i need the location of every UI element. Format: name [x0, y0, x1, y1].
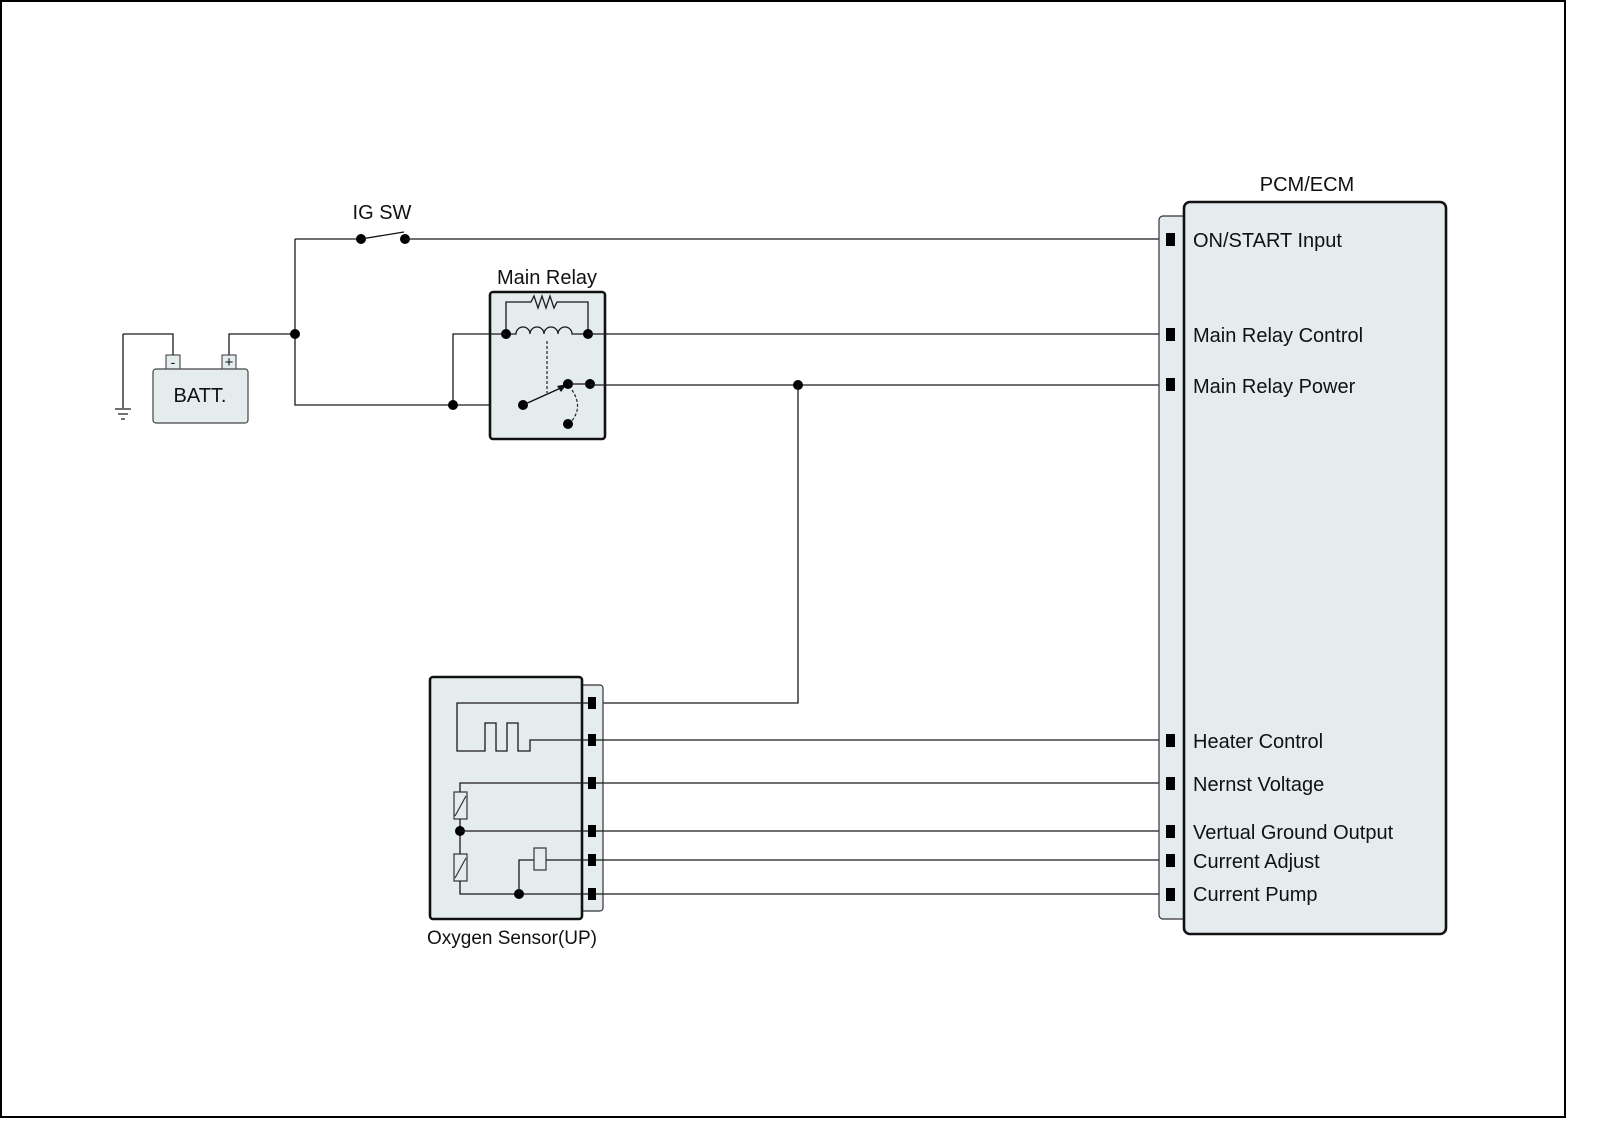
pin-label-main-relay-control: Main Relay Control [1193, 325, 1363, 347]
pcm-pin [1166, 888, 1175, 901]
pin-label-main-relay-power: Main Relay Power [1193, 376, 1356, 398]
sensor-pin [588, 697, 596, 709]
pcm-ecm: PCM/ECM ON/START Input Main Relay Contro… [1158, 174, 1448, 936]
oxygen-sensor: Oxygen Sensor(UP) [427, 675, 604, 949]
pin-label-on-start-input: ON/START Input [1193, 230, 1342, 252]
sensor-pin [588, 734, 596, 746]
battery-positive-sign: + [225, 354, 234, 371]
pcm-pin [1166, 854, 1175, 867]
pump-cell-icon [453, 853, 468, 882]
wire-heater-power [596, 385, 799, 704]
ig-switch: IG SW [353, 202, 412, 244]
battery-body [152, 368, 249, 424]
ground-icon [115, 408, 131, 420]
junction-dot [448, 400, 458, 410]
relay-switch-arm [522, 386, 564, 406]
heater-icon [456, 702, 588, 752]
sensor-pin [588, 825, 596, 837]
sensor-pin [588, 888, 596, 900]
pin-label-heater-control: Heater Control [1193, 731, 1323, 753]
battery-negative-sign: - [171, 354, 176, 370]
pcm-pin [1166, 734, 1175, 747]
battery-label: BATT. [174, 385, 227, 407]
relay-nc-contact-dot [563, 419, 573, 429]
pcm-pin [1166, 825, 1175, 838]
pcm-body [1182, 200, 1448, 936]
pcm-pin [1166, 777, 1175, 790]
ig-switch-label: IG SW [353, 202, 412, 224]
sensor-connector [580, 684, 604, 912]
nernst-cell-icon [453, 791, 468, 820]
oxygen-sensor-label: Oxygen Sensor(UP) [427, 928, 597, 949]
pcm-label: PCM/ECM [1260, 174, 1354, 196]
pin-label-vertual-ground-output: Vertual Ground Output [1193, 822, 1394, 844]
oxygen-sensor-body [428, 675, 584, 921]
battery-feed-wire [294, 239, 523, 406]
battery-positive-wire [228, 333, 295, 355]
pcm-pin [1166, 378, 1175, 391]
pin-label-current-adjust: Current Adjust [1193, 851, 1320, 873]
resistor-icon [505, 293, 589, 334]
sensor-pin [588, 854, 596, 866]
pcm-pin [1166, 233, 1175, 246]
main-relay-label: Main Relay [497, 267, 597, 289]
battery: - + BATT. [115, 333, 295, 424]
pin-label-current-pump: Current Pump [1193, 884, 1318, 906]
coil-icon [506, 326, 588, 335]
switch-blade [360, 231, 405, 240]
main-relay: Main Relay [488, 267, 607, 441]
nernst-wire [459, 782, 588, 792]
junction-dot [290, 329, 300, 339]
trim-resistor-icon [533, 847, 547, 871]
switch-travel-arc [569, 389, 579, 424]
battery-negative-wire [123, 333, 174, 355]
pcm-pin [1166, 328, 1175, 341]
sensor-pin [588, 777, 596, 789]
current-pump-wire [459, 881, 588, 895]
relay-coil-feed-wire [452, 333, 506, 405]
pin-label-nernst-voltage: Nernst Voltage [1193, 774, 1324, 796]
